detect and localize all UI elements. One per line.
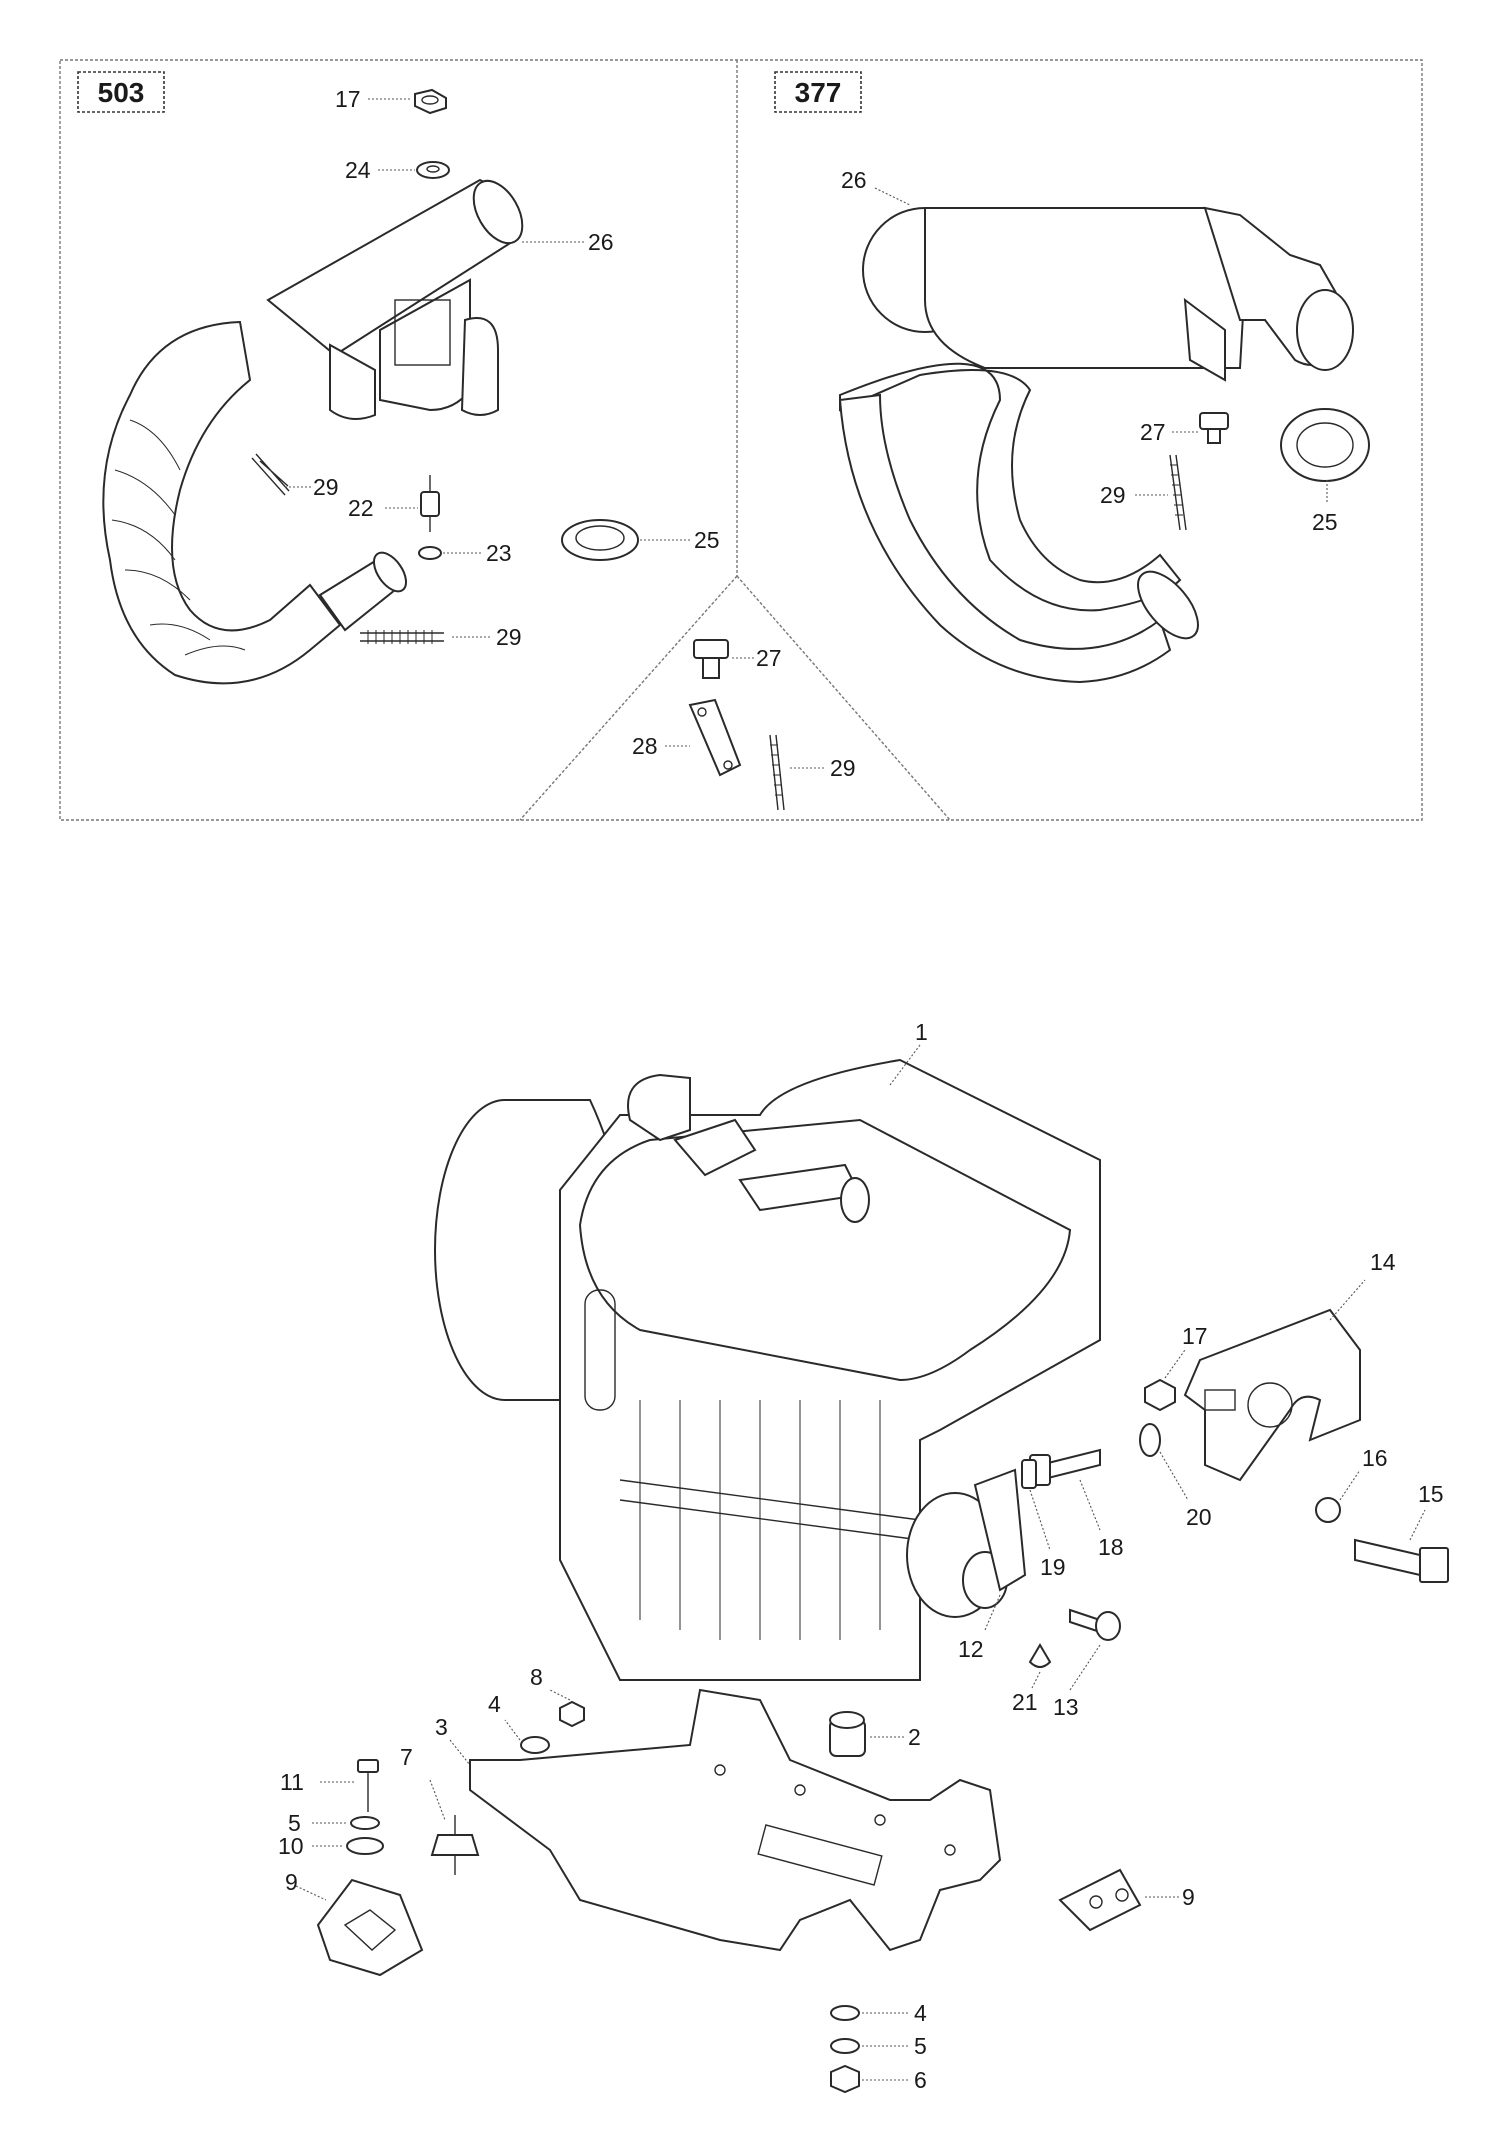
- nut-8: [559, 1700, 585, 1728]
- washer-4-upper: [520, 1736, 550, 1754]
- right-seal-ring: [1280, 408, 1370, 482]
- callout-16: 16: [1362, 1445, 1388, 1471]
- drip-washer: [1028, 1643, 1052, 1668]
- stud-bolt: [1029, 1448, 1101, 1486]
- callout-23: 23: [486, 540, 512, 566]
- bolt-11: [357, 1759, 379, 1812]
- callout-29-left-lower: 29: [496, 624, 522, 650]
- callout-26-right: 26: [841, 167, 867, 193]
- callout-17-mount: 17: [1182, 1323, 1208, 1349]
- washer-4-lower: [830, 2005, 860, 2021]
- callout-5-lower: 5: [914, 2033, 927, 2059]
- callout-7: 7: [400, 1744, 413, 1770]
- exhaust-panel-frame: [59, 59, 1423, 821]
- callout-14: 14: [1370, 1249, 1396, 1275]
- engine-block: [434, 1058, 1101, 1681]
- engine-bracket: [973, 1468, 1027, 1592]
- panel-code-377: 377: [774, 71, 862, 113]
- left-rubber-mount: [420, 475, 440, 532]
- callout-11: 11: [280, 1769, 304, 1795]
- callout-4-upper: 4: [488, 1691, 501, 1717]
- callout-9-right: 9: [1182, 1884, 1195, 1910]
- shared-bracket: [688, 698, 742, 777]
- left-spring-upper: [251, 453, 290, 496]
- left-expansion-pipe: [102, 320, 407, 685]
- right-muffler: [862, 206, 1354, 382]
- callout-13: 13: [1053, 1694, 1079, 1720]
- callout-12: 12: [958, 1636, 984, 1662]
- right-expansion-pipe: [838, 362, 1199, 684]
- callout-22: 22: [348, 495, 374, 521]
- mount-block-left: [316, 1878, 424, 1977]
- callout-17-left: 17: [335, 86, 361, 112]
- right-cap-bolt: [1199, 412, 1229, 444]
- callout-4-lower: 4: [914, 2000, 927, 2026]
- engine-mount-base: [469, 1688, 1002, 1952]
- mount-block-right: [1058, 1868, 1142, 1932]
- callout-25-right: 25: [1312, 509, 1338, 535]
- callout-8: 8: [530, 1664, 543, 1690]
- svg-text:503: 503: [98, 77, 145, 108]
- callout-18: 18: [1098, 1534, 1124, 1560]
- shared-cap-bolt: [693, 639, 729, 679]
- panel-code-503: 503: [77, 71, 165, 113]
- callout-29-shared: 29: [830, 755, 856, 781]
- flat-washer: [1315, 1497, 1341, 1523]
- callout-2: 2: [908, 1724, 921, 1750]
- lock-washer-5: [350, 1816, 380, 1830]
- mount-washer: [1139, 1423, 1161, 1457]
- callout-21: 21: [1012, 1689, 1038, 1715]
- callout-27-shared: 27: [756, 645, 782, 671]
- callout-10: 10: [278, 1833, 304, 1859]
- callout-6: 6: [914, 2067, 927, 2093]
- callout-27-right: 27: [1140, 419, 1166, 445]
- left-washer: [416, 161, 450, 179]
- rubber-spacer: [829, 1711, 866, 1757]
- rubber-mount-7: [430, 1815, 480, 1875]
- callout-20: 20: [1186, 1504, 1212, 1530]
- callout-24: 24: [345, 157, 371, 183]
- callout-3: 3: [435, 1714, 448, 1740]
- callout-29-left-upper: 29: [313, 474, 339, 500]
- right-spring: [1169, 454, 1187, 531]
- callout-26-left: 26: [588, 229, 614, 255]
- cap-screw: [1069, 1608, 1121, 1641]
- callout-15: 15: [1418, 1481, 1444, 1507]
- shared-spring: [769, 734, 785, 811]
- spacer: [1021, 1459, 1037, 1489]
- callout-28: 28: [632, 733, 658, 759]
- callout-29-right: 29: [1100, 482, 1126, 508]
- hex-bolt: [1354, 1538, 1449, 1583]
- mount-nut: [1144, 1378, 1176, 1412]
- left-spring-lower: [360, 630, 444, 644]
- mount-plate: [1183, 1308, 1361, 1482]
- callout-5-upper: 5: [288, 1810, 301, 1836]
- flat-washer-10: [346, 1837, 384, 1855]
- left-seal-ring: [561, 519, 639, 561]
- left-nut: [414, 88, 447, 115]
- callout-1: 1: [915, 1019, 928, 1045]
- washer-5-lower: [830, 2038, 860, 2054]
- callout-25-left: 25: [694, 527, 720, 553]
- callout-9-left: 9: [285, 1869, 298, 1895]
- svg-text:377: 377: [795, 77, 842, 108]
- left-small-washer: [418, 546, 442, 560]
- nut-6: [830, 2064, 860, 2094]
- callout-19: 19: [1040, 1554, 1066, 1580]
- left-muffler: [266, 178, 524, 420]
